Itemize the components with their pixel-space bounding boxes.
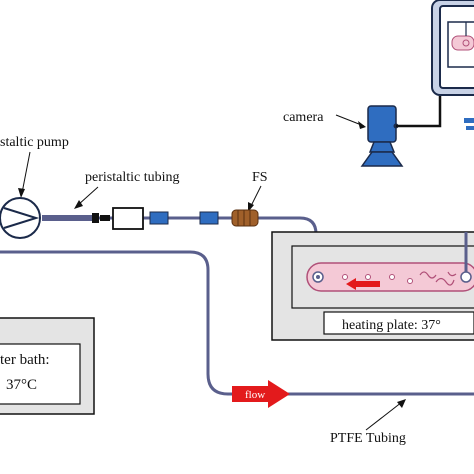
camera-cable [396,96,442,128]
blue-connector-1 [149,211,169,225]
pump-label: staltic pump [0,135,69,150]
microscope-unit [431,0,474,96]
channel-flow-arrow-icon [346,278,380,290]
cable-connector [464,118,474,123]
camera-label: camera [283,110,324,125]
tubing-pointer [77,186,99,206]
flow-arrow-icon [232,380,290,408]
tubing-connector [92,213,110,223]
tubing-label: peristaltic tubing [85,170,179,185]
ptfe-label: PTFE Tubing [330,431,406,446]
blue-connector-2 [199,211,219,225]
heating-plate-label: heating plate: 37° [342,318,441,333]
water-bath [0,317,95,415]
fs-label: FS [252,170,268,185]
flow-sensor-icon [231,209,259,227]
camera-icon [360,105,404,167]
pump-pointer [21,151,31,194]
water-bath-label-line2: 37°C [6,377,37,393]
filter-housing [112,207,144,230]
water-bath-label-line1: ter bath: [0,352,50,368]
ptfe-pointer [365,401,403,431]
cable-connector-2 [466,126,474,130]
return-tubing [0,250,474,396]
flow-label: flow [245,389,265,401]
channel-contents [312,271,472,286]
peristaltic-pump-icon [0,197,41,239]
